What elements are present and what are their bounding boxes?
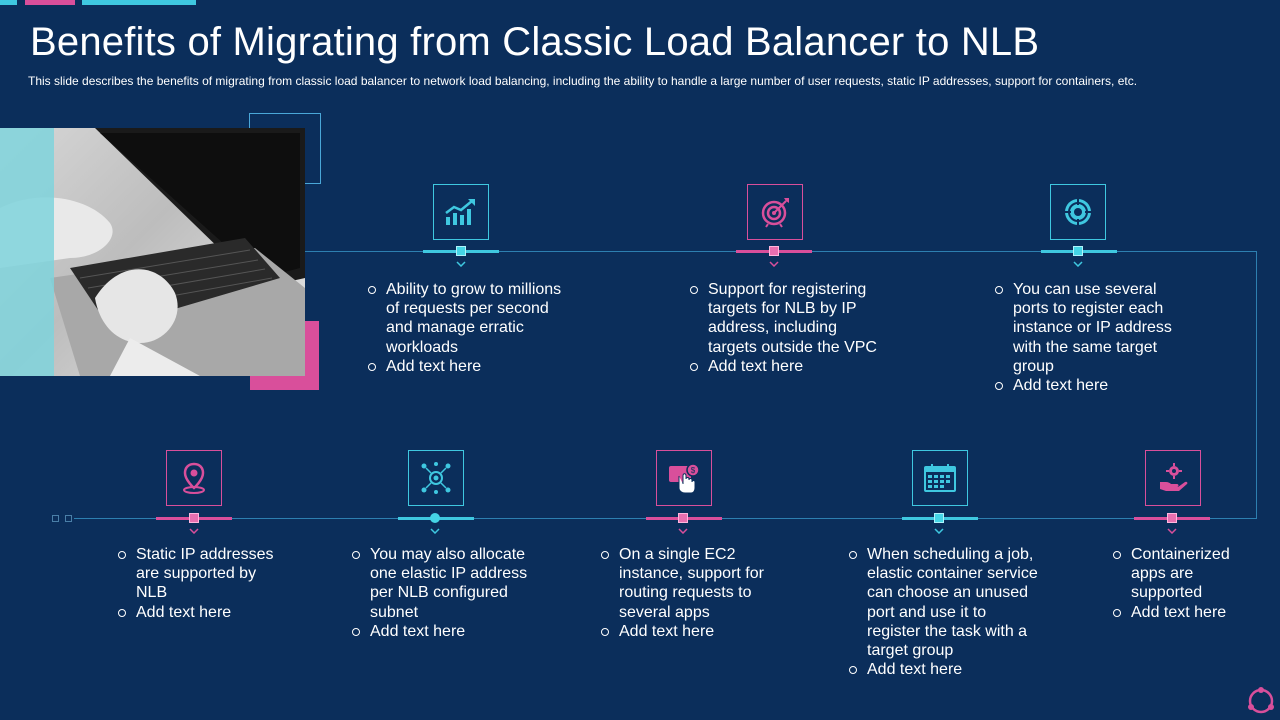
page-subtitle: This slide describes the benefits of mig… bbox=[28, 74, 1138, 88]
photo-teal-overlay bbox=[0, 128, 54, 376]
chevron-down-icon bbox=[1167, 528, 1177, 534]
laptop-photo bbox=[0, 128, 305, 376]
target-arrow-icon bbox=[747, 184, 803, 240]
benefit-bullet: Support for registering targets for NLB … bbox=[690, 280, 880, 357]
benefit-bullet: When scheduling a job, elastic container… bbox=[849, 545, 1039, 660]
crosshair-target-icon bbox=[1050, 184, 1106, 240]
laptop-photo-group bbox=[0, 113, 330, 393]
timeline-marker bbox=[678, 513, 688, 523]
chevron-down-icon bbox=[769, 261, 779, 267]
benefit-bullet: Add text here bbox=[118, 603, 288, 622]
laptop-illustration bbox=[0, 128, 305, 376]
benefit-bullet: On a single EC2 instance, support for ro… bbox=[601, 545, 781, 622]
benefit-bullet: Add text here bbox=[849, 660, 1039, 679]
timeline-marker bbox=[430, 513, 440, 523]
chevron-down-icon bbox=[456, 261, 466, 267]
chevron-down-icon bbox=[678, 528, 688, 534]
timeline-marker bbox=[934, 513, 944, 523]
timeline-marker bbox=[456, 246, 466, 256]
network-nodes-icon bbox=[408, 450, 464, 506]
timeline-marker bbox=[189, 513, 199, 523]
benefit-bullet: Add text here bbox=[995, 376, 1185, 395]
benefit-text-block: On a single EC2 instance, support for ro… bbox=[601, 545, 781, 641]
calendar-icon bbox=[912, 450, 968, 506]
benefit-bullet: You may also allocate one elastic IP add… bbox=[352, 545, 532, 622]
benefit-text-block: Static IP addresses are supported by NLB… bbox=[118, 545, 288, 622]
timeline-marker bbox=[1167, 513, 1177, 523]
benefit-bullet: You can use several ports to register ea… bbox=[995, 280, 1185, 376]
benefit-text-block: Containerized apps are supported Add tex… bbox=[1113, 545, 1263, 622]
chevron-down-icon bbox=[1073, 261, 1083, 267]
chevron-down-icon bbox=[189, 528, 199, 534]
benefit-bullet: Add text here bbox=[368, 357, 568, 376]
timeline-end-square bbox=[65, 515, 72, 522]
benefit-bullet: Containerized apps are supported bbox=[1113, 545, 1263, 603]
benefit-bullet: Ability to grow to millions of requests … bbox=[368, 280, 568, 357]
benefit-text-block: You may also allocate one elastic IP add… bbox=[352, 545, 532, 641]
page-title: Benefits of Migrating from Classic Load … bbox=[30, 20, 1040, 64]
svg-text:$: $ bbox=[691, 466, 696, 475]
location-pin-icon bbox=[166, 450, 222, 506]
benefit-bullet: Add text here bbox=[1113, 603, 1263, 622]
growth-chart-icon bbox=[433, 184, 489, 240]
timeline-marker bbox=[1073, 246, 1083, 256]
timeline-end-square bbox=[52, 515, 59, 522]
benefit-bullet: Add text here bbox=[601, 622, 781, 641]
top-accent-bar bbox=[82, 0, 196, 5]
benefit-text-block: Ability to grow to millions of requests … bbox=[368, 280, 568, 376]
benefit-bullet: Add text here bbox=[352, 622, 532, 641]
benefit-text-block: You can use several ports to register ea… bbox=[995, 280, 1185, 395]
hand-gear-icon bbox=[1145, 450, 1201, 506]
timeline-line-connector bbox=[1256, 251, 1257, 519]
chevron-down-icon bbox=[430, 528, 440, 534]
touch-dollar-icon: $ bbox=[656, 450, 712, 506]
benefit-bullet: Add text here bbox=[690, 357, 880, 376]
chevron-down-icon bbox=[934, 528, 944, 534]
benefit-text-block: When scheduling a job, elastic container… bbox=[849, 545, 1039, 679]
benefit-bullet: Static IP addresses are supported by NLB bbox=[118, 545, 288, 603]
benefit-text-block: Support for registering targets for NLB … bbox=[690, 280, 880, 376]
timeline-marker bbox=[769, 246, 779, 256]
top-accent-bar bbox=[0, 0, 17, 5]
brand-logo-icon bbox=[1246, 686, 1276, 716]
top-accent-bar bbox=[25, 0, 75, 5]
